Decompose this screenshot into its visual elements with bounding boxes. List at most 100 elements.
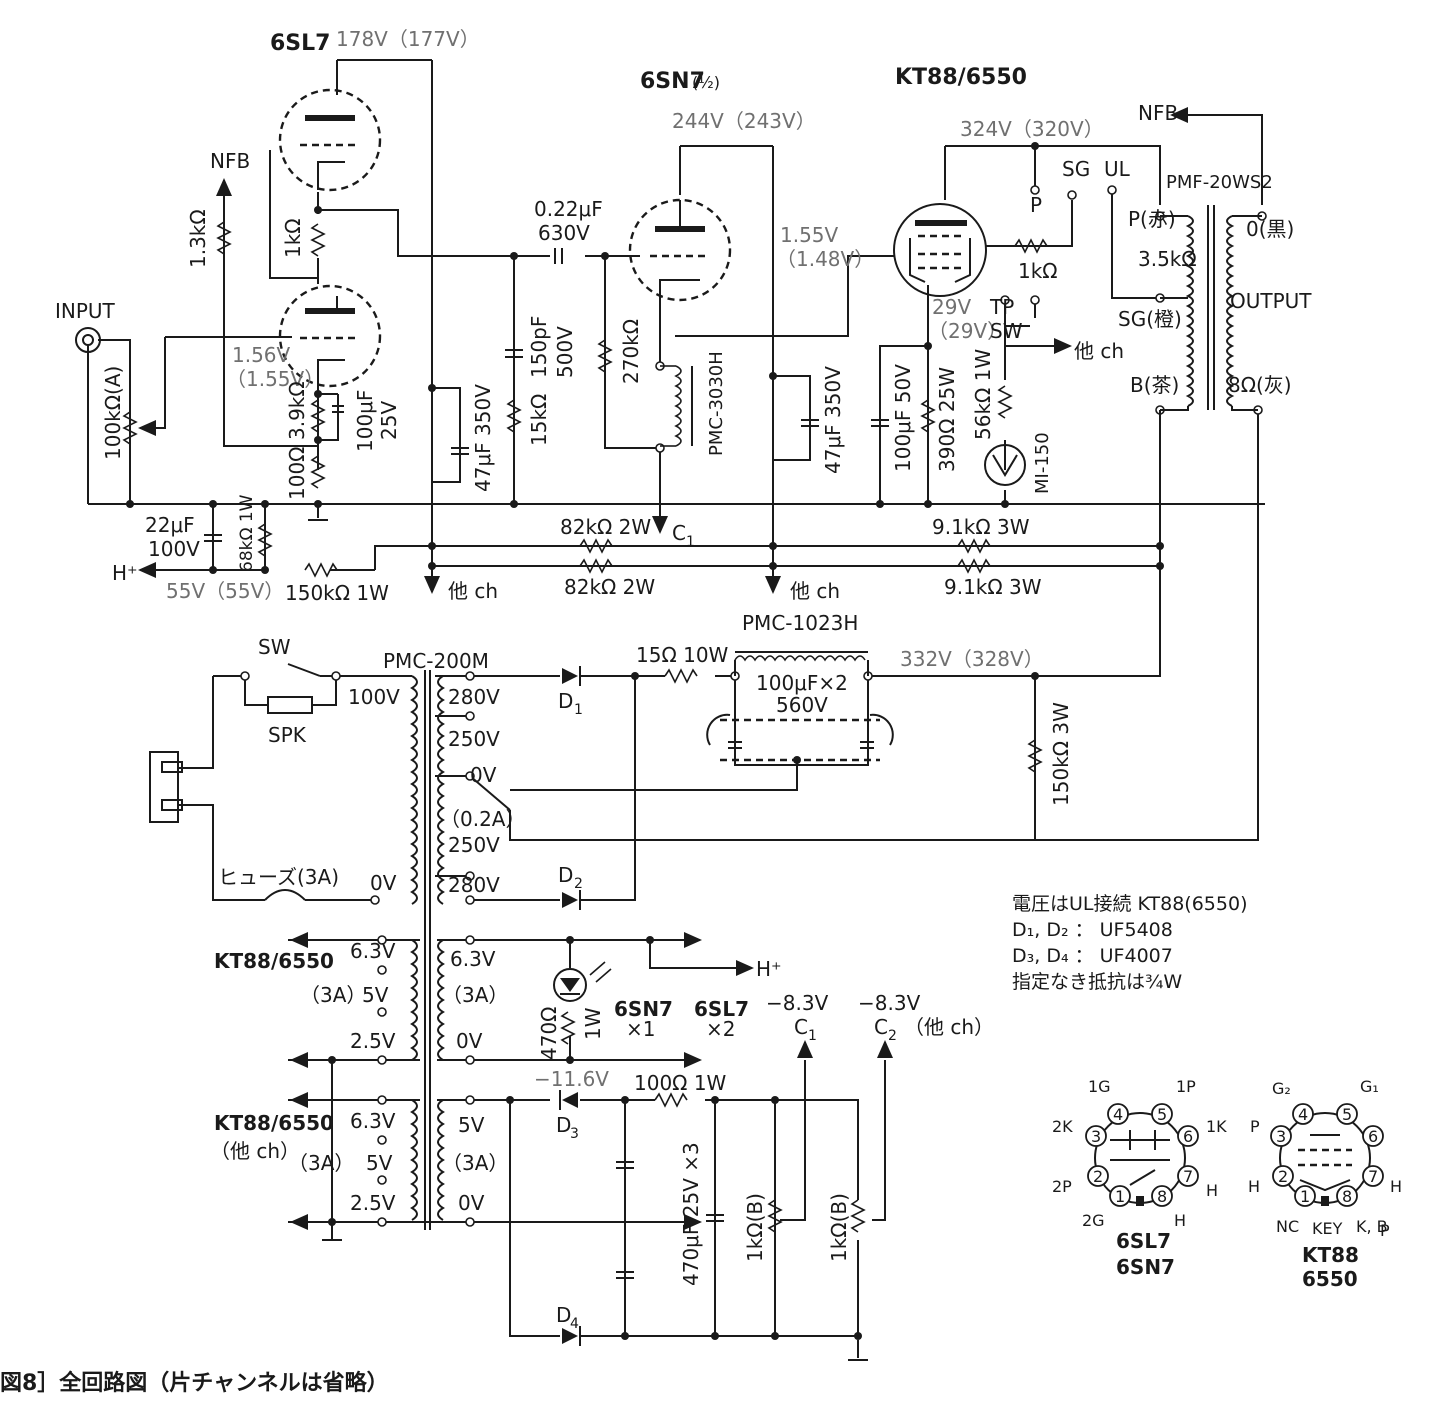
pot-b2: 1kΩ(B)	[827, 1193, 851, 1262]
pinout-6sl7-pin-number: 6	[1183, 1127, 1193, 1146]
pinout-6sl7-pin-7	[1177, 1165, 1199, 1187]
pot-input-label: 100kΩ(A)	[101, 366, 125, 460]
r-1k-a: 1kΩ	[281, 218, 305, 258]
t250a: 250V	[448, 727, 500, 751]
pinout-kt88-pin-number: 3	[1276, 1127, 1286, 1146]
nfb-out-label: NFB	[1138, 101, 1178, 125]
pinout-kt88-pin-number: 6	[1368, 1127, 1378, 1146]
psu-arrows	[290, 932, 893, 1230]
c-100u-v: 25V	[377, 401, 401, 440]
c1-b-sub: 1	[808, 1028, 817, 1044]
sn7-count: 6SN7	[614, 997, 673, 1021]
tp-label: TP	[989, 295, 1014, 319]
output-transformer	[1160, 205, 1262, 411]
v-1-55b: 1.55V	[780, 223, 839, 247]
opt-out: OUTPUT	[1230, 289, 1312, 313]
pinout-kt88-pin-label: H	[1390, 1177, 1402, 1196]
r-3-9k: 3.9kΩ	[285, 381, 309, 440]
choke-pmc1023h	[706, 651, 894, 766]
c1-a-sub: 1	[686, 534, 695, 550]
sl7-x: ×2	[706, 1017, 735, 1041]
t0vl: 0V	[370, 871, 397, 895]
pinout-6sl7-pin-5	[1151, 1103, 1173, 1125]
pinout-kt88-pin-label: K, B	[1356, 1217, 1388, 1236]
tube-kt88	[893, 203, 987, 297]
h63b: 6.3V	[350, 1109, 396, 1133]
h5va: 5V	[362, 983, 389, 1007]
pinout-kt88-pin-5	[1336, 1103, 1358, 1125]
opt-8: 8Ω(灰)	[1228, 373, 1292, 397]
pinout-kt88-pin-label: KEY	[1312, 1219, 1343, 1238]
opt-p: P(赤)	[1128, 207, 1176, 231]
diode-icon	[559, 666, 581, 1346]
pinout-kt88-pin-label: NC	[1276, 1217, 1299, 1236]
pinout-6sl7-pin-number: 3	[1091, 1127, 1101, 1146]
pinout-6sl7-pin-label: 2P	[1052, 1177, 1072, 1196]
figure-title: 図8］全回路図（片チャンネルは省略）	[0, 1370, 389, 1396]
mains-components	[149, 663, 321, 901]
input-jack-icon	[75, 327, 101, 353]
tube-6sl7-name: 6SL7	[270, 31, 330, 56]
pinout-kt88-pin-8	[1336, 1185, 1358, 1207]
note-3: D₃, D₄ ： UF4007	[1012, 945, 1173, 967]
v3-voltage: 324V（320V）	[960, 117, 1104, 141]
pot-input-wiper	[138, 337, 166, 436]
v-29b: （29V）	[928, 319, 1007, 343]
tube-6sn7-name: 6SN7	[640, 69, 705, 94]
r-150k-3w: 150kΩ 3W	[1049, 702, 1073, 806]
note-2: D₁, D₂ ： UF5408	[1012, 919, 1173, 941]
a3a: （3A）	[300, 983, 366, 1007]
opt-b: B(茶)	[1130, 373, 1179, 397]
labels: 6SL7 178V（177V） 6SN7 (½) 244V（243V） KT88…	[55, 27, 1312, 1332]
other-ch-a: 他 ch	[448, 579, 498, 603]
pinout-6sl7-pin-3	[1085, 1125, 1107, 1147]
r-82k-a: 82kΩ 2W	[560, 515, 651, 539]
pinout-kt88-pin-6	[1362, 1125, 1384, 1147]
pinout-names: 6SL7 6SN7 KT88 6550	[1116, 1229, 1359, 1291]
d4: D	[556, 1303, 571, 1327]
r-82k-b: 82kΩ 2W	[564, 575, 655, 599]
pinout-6sl7-pin-8	[1151, 1185, 1173, 1207]
h25b: 2.5V	[350, 1191, 396, 1215]
h-plus-b: H⁺	[756, 957, 782, 981]
nfb-in-label: NFB	[210, 149, 250, 173]
pinout-kt88-pin-label: G₁	[1360, 1077, 1379, 1096]
r-9-1k-b: 9.1kΩ 3W	[944, 575, 1042, 599]
r-15-10w: 15Ω 10W	[636, 643, 729, 667]
r-150k: 150kΩ 1W	[285, 581, 389, 605]
t280b: 280V	[448, 873, 500, 897]
pinout-6sl7-pin-label: 1P	[1176, 1077, 1196, 1096]
r-1-3k: 1.3kΩ	[186, 209, 210, 268]
sn7-x: ×1	[626, 1017, 655, 1041]
pinout-kt88-pin-1	[1294, 1185, 1316, 1207]
c-100x2-v: 560V	[776, 693, 828, 717]
r-56k: 56kΩ 1W	[971, 349, 995, 440]
r3aa: （3A）	[442, 983, 508, 1007]
c-470: 470μF 25V ×3	[679, 1142, 703, 1286]
r3ab: （3A）	[442, 1151, 508, 1175]
pinout-6sl7-pin-number: 5	[1157, 1105, 1167, 1124]
r-15k: 15kΩ	[527, 394, 551, 446]
power-transformer	[400, 670, 445, 1230]
other-ch-c: 他 ch	[1074, 339, 1124, 363]
c1-a: C	[672, 521, 686, 545]
d3-sub: 3	[570, 1126, 579, 1142]
pinout-6sl7-pin-label: 2K	[1052, 1117, 1073, 1136]
pinout-6sl7-name1: 6SL7	[1116, 1229, 1171, 1253]
pinout-kt88-pin-4	[1292, 1103, 1314, 1125]
v-m83b: −8.3V	[858, 991, 921, 1015]
d2: D	[558, 863, 573, 887]
c2: C	[874, 1015, 888, 1039]
pinout-6sl7-pin-label: 2G	[1082, 1211, 1105, 1230]
c-022: 0.22μF	[534, 197, 603, 221]
pinout-6sl7-pin-number: 2	[1093, 1167, 1103, 1186]
d1: D	[558, 689, 573, 713]
pinout-6sl7-pin-6	[1177, 1125, 1199, 1147]
t280a: 280V	[448, 685, 500, 709]
pinout-kt88-pin-number: 1	[1300, 1187, 1310, 1206]
d4-sub: 4	[570, 1316, 579, 1332]
c2-sub: 2	[888, 1028, 897, 1044]
note-1: 電圧はUL接続 KT88(6550)	[1012, 893, 1247, 915]
pinout-6sl7-name2: 6SN7	[1116, 1255, 1175, 1279]
